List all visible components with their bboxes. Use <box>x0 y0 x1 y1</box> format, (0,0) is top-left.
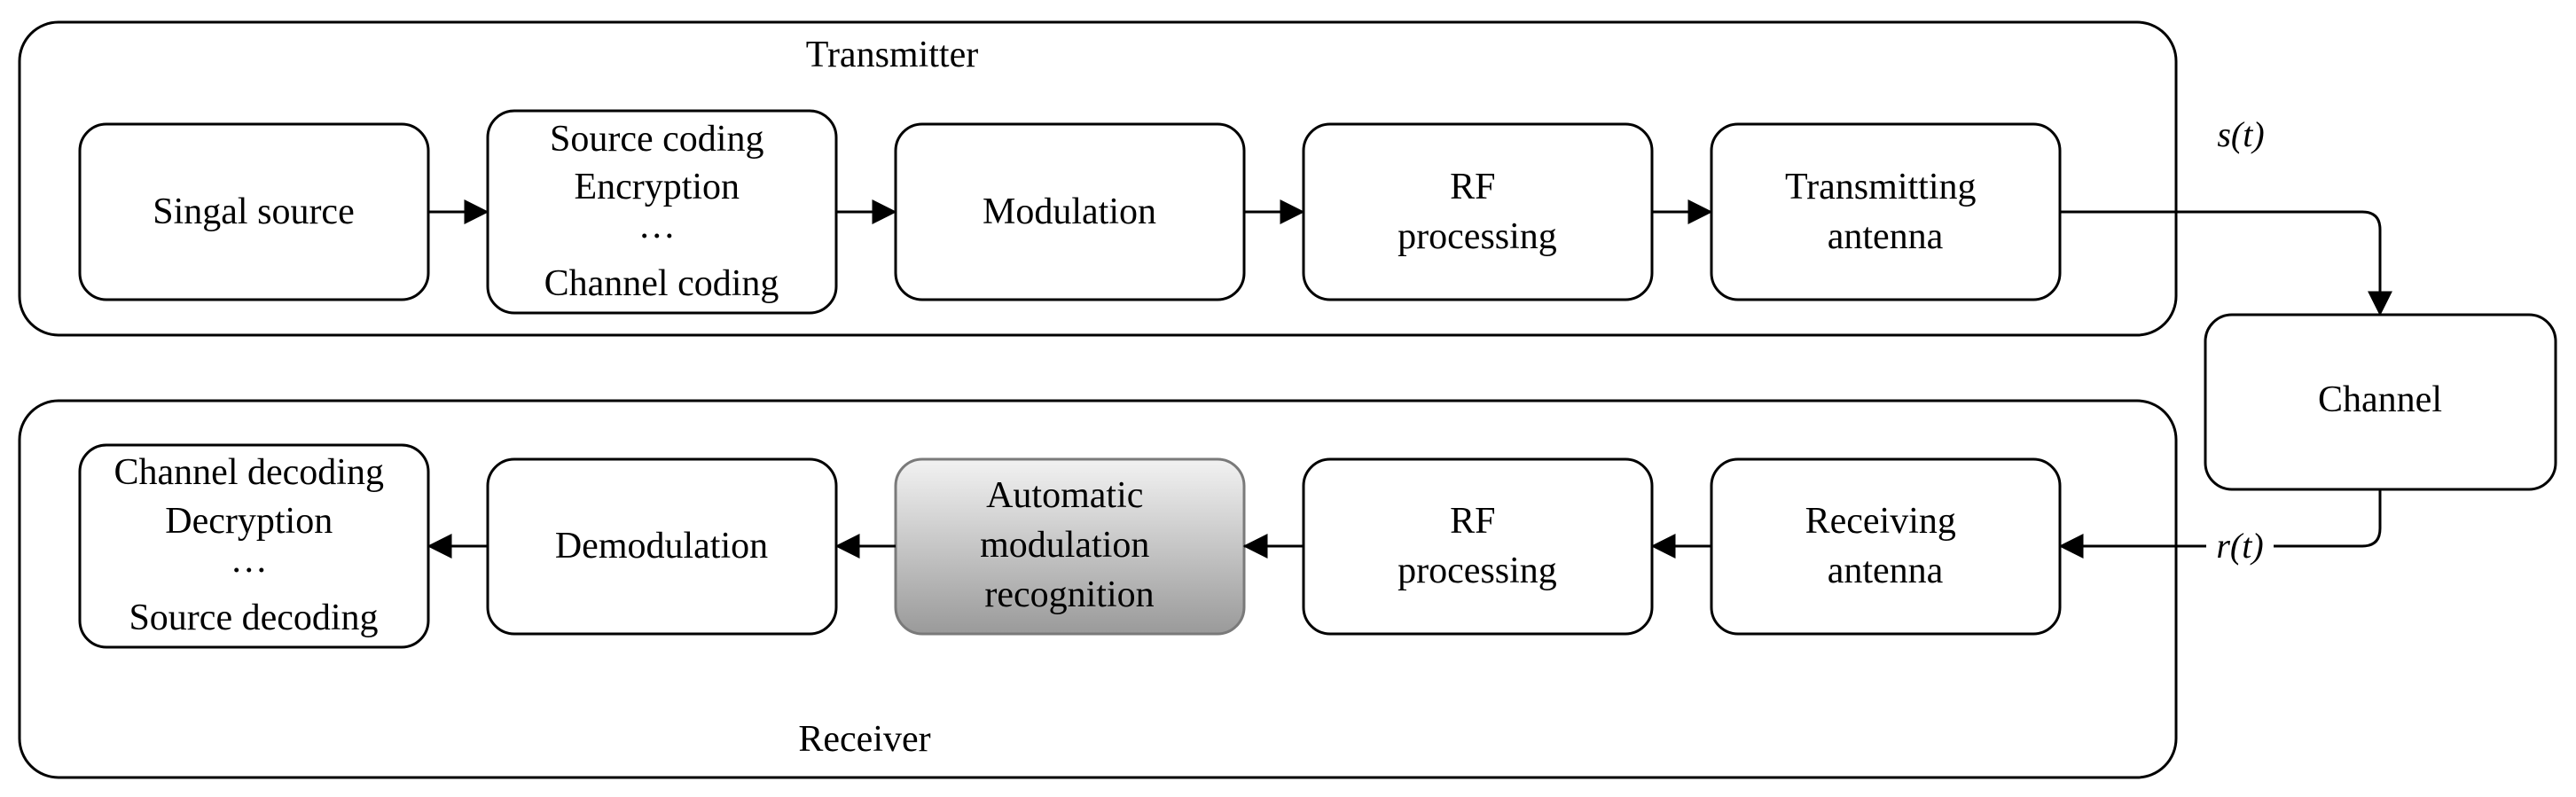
svg-text:Channel decoding Decrypt: Channel decoding Decryption … Source dec… <box>114 452 394 638</box>
svg-text:Demodulation: Demodulation <box>555 526 768 566</box>
tx-encryption-text: Encryption <box>574 167 740 207</box>
rx-amr-line-2: modulation <box>980 525 1149 566</box>
receiver-frame <box>18 399 2178 779</box>
tx-transmitting-antenna-block: Transmitting antenna <box>1710 122 2062 301</box>
tx-modulation-text: Modulation <box>983 191 1156 232</box>
rx-demodulation-block: Demodulation <box>486 457 838 636</box>
rx-decryption-text: Decryption <box>165 501 333 542</box>
tx-rf-processing-block: RF processing <box>1302 122 1654 301</box>
tx-ellipsis-text: … <box>638 206 676 246</box>
svg-text:RF processing: RF processing <box>1398 167 1557 257</box>
svg-text:RF processing: RF processing <box>1398 501 1557 591</box>
rx-antenna-text: antenna <box>1828 551 1944 591</box>
channel-to-rx-arrow <box>2058 489 2382 559</box>
received-signal-label-bg <box>2206 521 2274 564</box>
rx-amr-line-3: recognition <box>984 574 1154 615</box>
svg-text:Singal source: Singal source <box>153 191 354 232</box>
rx-receiving-antenna-block: Receiving antenna <box>1710 457 2062 636</box>
rx-receiving-text: Receiving <box>1805 501 1956 542</box>
rx-channel-decoding-text: Channel decoding <box>114 452 384 493</box>
channel-block: Channel <box>2204 313 2557 491</box>
svg-text:Receiving antenna: Receiving antenna <box>1805 501 1966 591</box>
tx-transmitting-text: Transmitting <box>1785 167 1977 207</box>
tx-modulation-block: Modulation <box>894 122 1246 301</box>
tx-to-channel-arrow <box>2060 210 2392 316</box>
channel-text: Channel <box>2318 379 2442 420</box>
tx-antenna-text: antenna <box>1828 216 1944 257</box>
transmitted-signal-label: s(t) <box>2217 114 2264 154</box>
tx-source-coding-text: Source coding <box>550 119 763 160</box>
svg-text:Automatic modulation: Automatic modulation recognition <box>980 475 1159 615</box>
received-signal-label: r(t) <box>2216 526 2263 566</box>
tx-processing-text: processing <box>1398 216 1557 257</box>
tx-rf-text: RF <box>1450 167 1495 207</box>
tx-signal-source-text: Singal source <box>153 191 354 232</box>
rx-rf-processing-block: RF processing <box>1302 457 1654 636</box>
svg-text:Transmitting antenna: Transmitting antenna <box>1785 167 1985 257</box>
transmitter-label: Transmitter <box>806 35 978 75</box>
rx-amr-line-1: Automatic <box>986 475 1143 516</box>
svg-text:Channel: Channel <box>2318 379 2442 420</box>
tx-source-coding-block: Source coding Encryption … Channel codin… <box>486 109 838 315</box>
rx-processing-text: processing <box>1398 551 1557 591</box>
svg-text:Modulation: Modulation <box>983 191 1156 232</box>
receiver-label: Receiver <box>798 719 930 760</box>
rx-demodulation-text: Demodulation <box>555 526 768 566</box>
transmitter-frame <box>18 20 2178 337</box>
rx-source-decoding-text: Source decoding <box>129 598 378 638</box>
rx-channel-decoding-block: Channel decoding Decryption … Source dec… <box>78 443 430 649</box>
rx-rf-text: RF <box>1450 501 1495 542</box>
svg-text:Source coding Encryption: Source coding Encryption … Channel codin… <box>544 119 779 304</box>
rx-automatic-modulation-recognition-block: Automatic modulation recognition <box>894 457 1246 636</box>
tx-channel-coding-text: Channel coding <box>544 263 779 304</box>
tx-signal-source-block: Singal source <box>78 122 430 301</box>
rx-ellipsis-text: … <box>231 540 268 581</box>
